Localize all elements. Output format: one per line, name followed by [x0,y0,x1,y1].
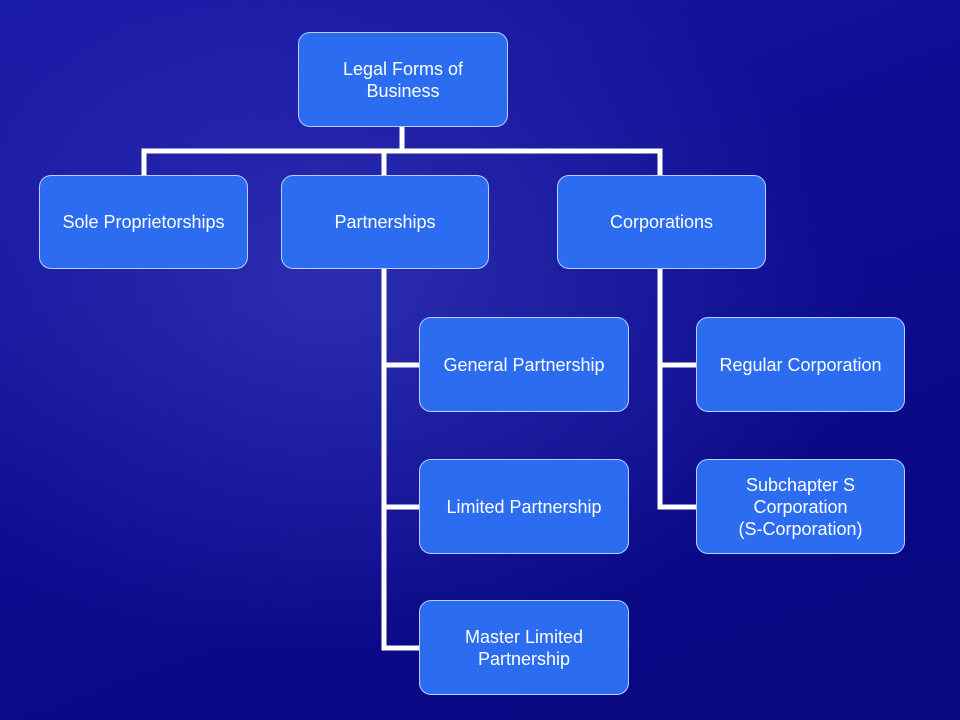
node-corporations: Corporations [557,175,766,269]
node-label: Limited Partnership [446,496,602,517]
node-sole-proprietorships: Sole Proprietorships [39,175,248,269]
node-label: Corporations [609,212,714,232]
node-legal-forms-of-business: Legal Forms of Business [298,32,508,127]
node-label: General Partnership [443,354,605,375]
node-label: Subchapter S Corporation (S-Corporation) [738,474,863,539]
node-general-partnership: General Partnership [419,317,629,412]
node-label: Regular Corporation [719,354,882,375]
node-label: Master Limited Partnership [464,626,584,669]
node-label: Sole Proprietorships [62,212,225,232]
node-regular-corporation: Regular Corporation [696,317,905,412]
node-label: Legal Forms of Business [342,58,464,101]
node-limited-partnership: Limited Partnership [419,459,629,554]
node-label: Partnerships [334,212,436,232]
node-partnerships: Partnerships [281,175,489,269]
node-master-limited-partnership: Master Limited Partnership [419,600,629,695]
node-s-corporation: Subchapter S Corporation (S-Corporation) [696,459,905,554]
